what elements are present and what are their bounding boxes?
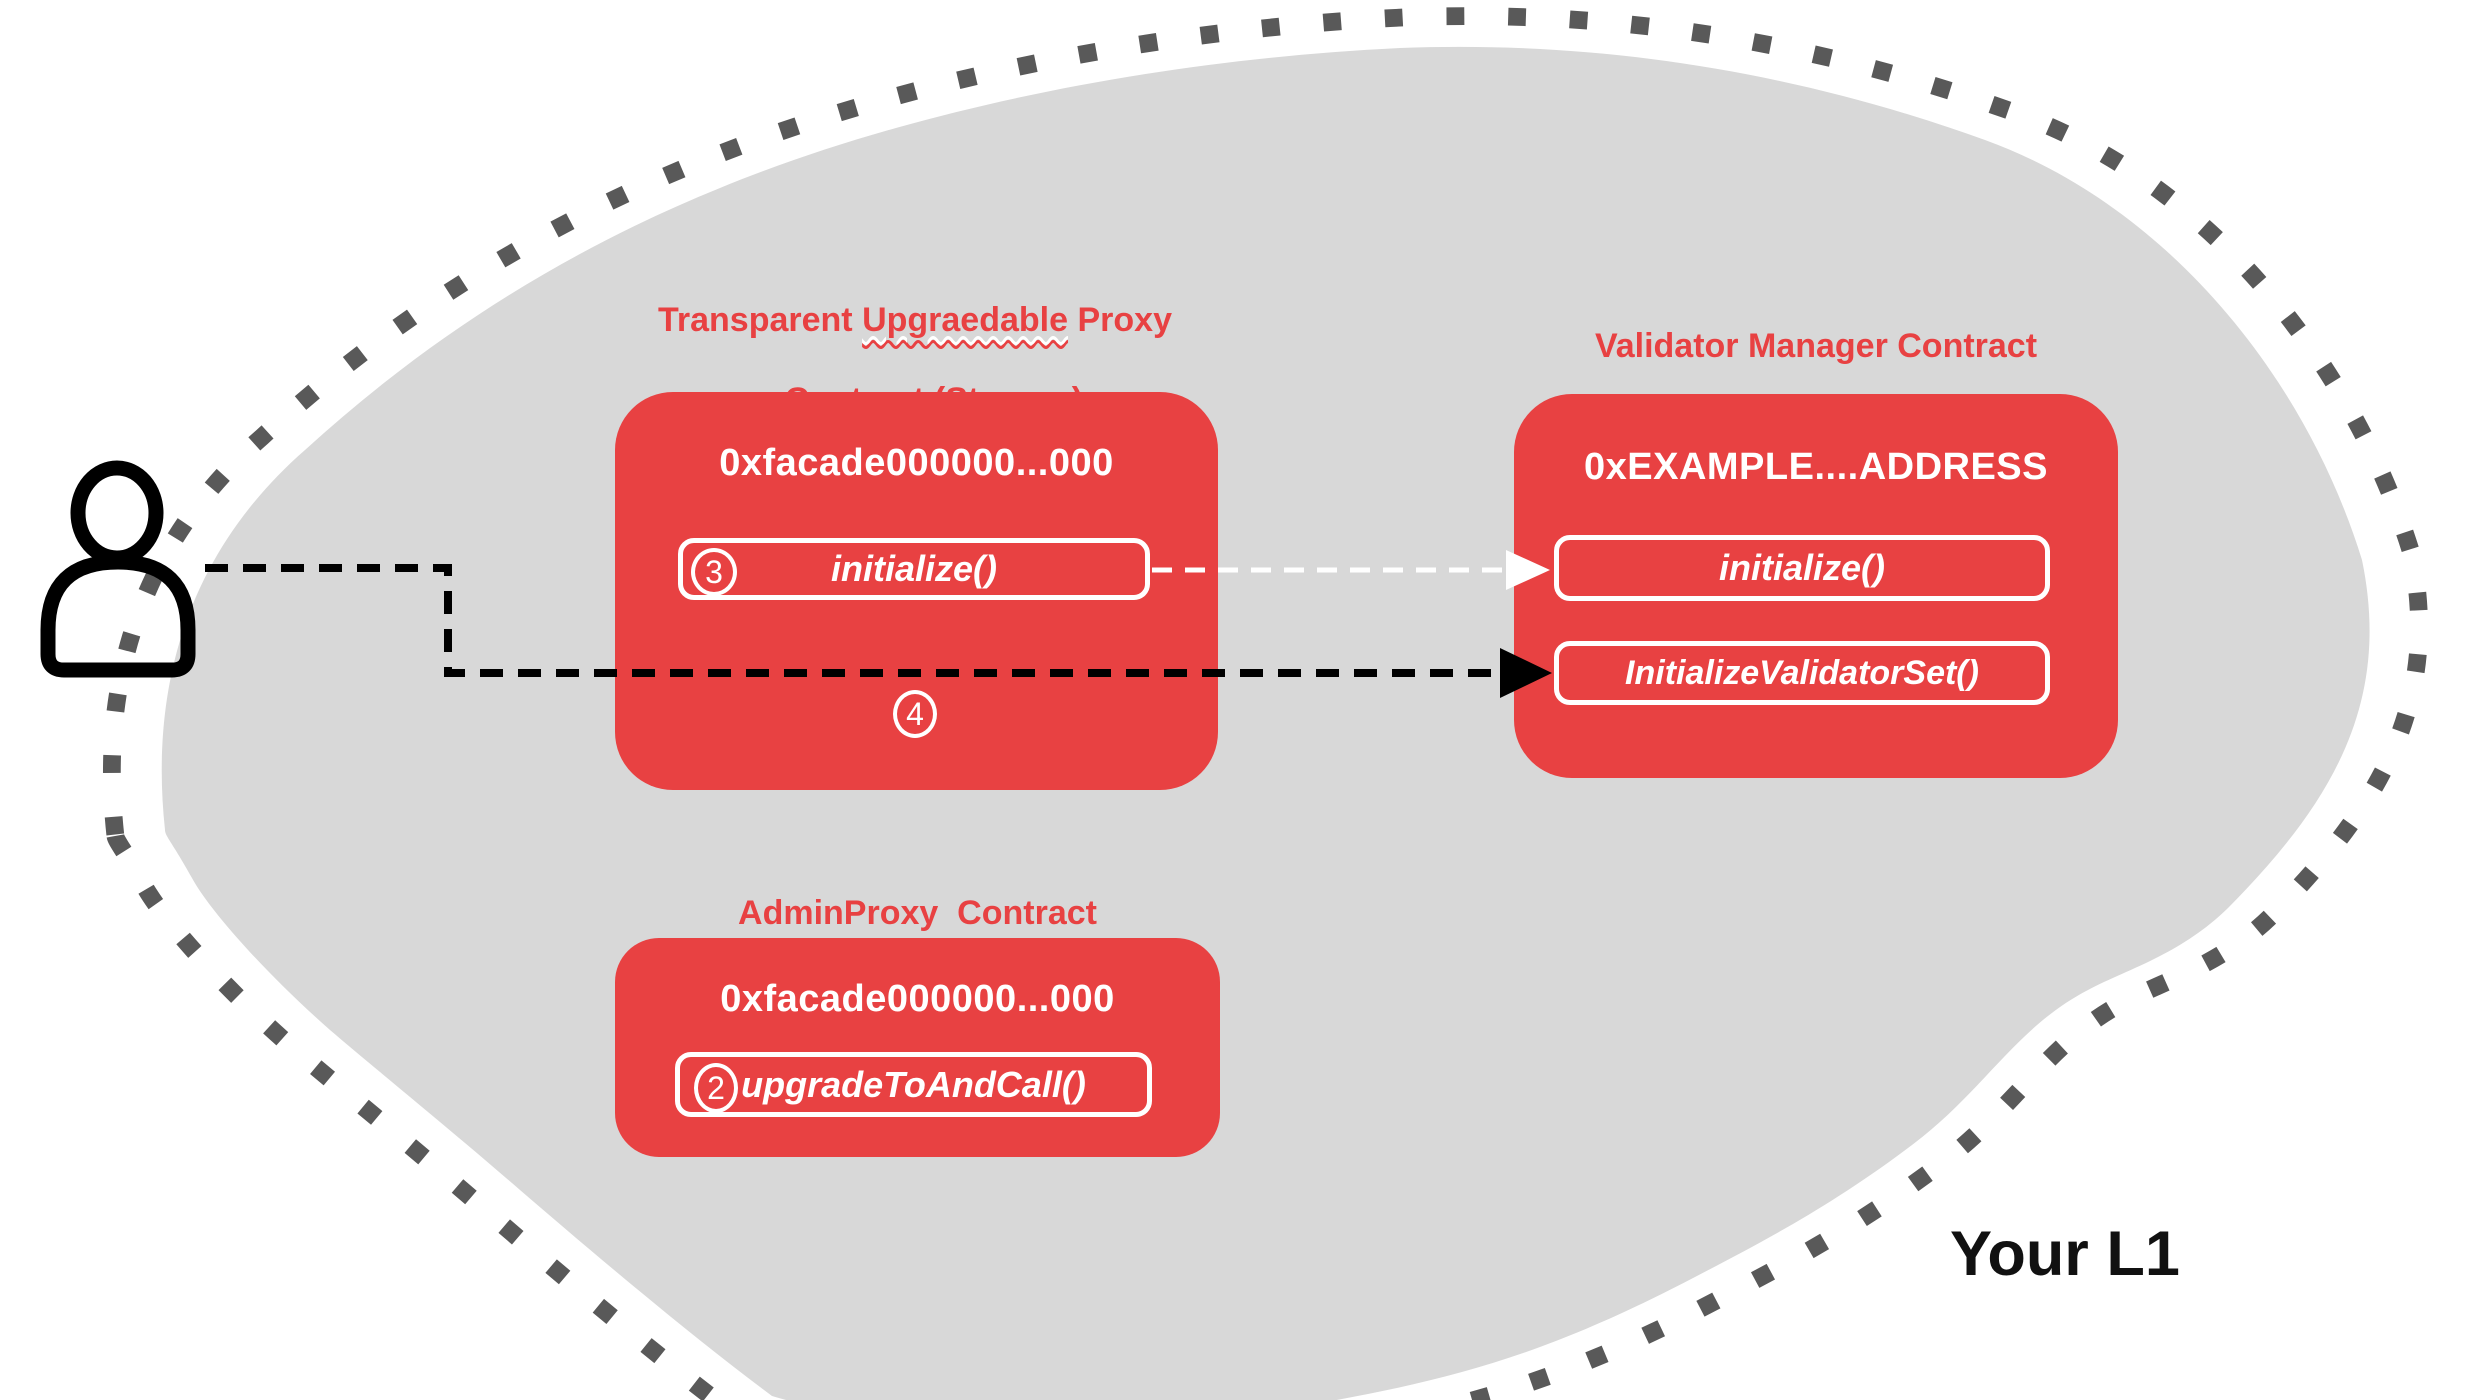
validator-contract-title: Validator Manager Contract <box>1594 327 2038 365</box>
step-2-badge: 2 <box>694 1063 738 1113</box>
proxy-title-line1: Transparent Upgraedable Proxy <box>658 301 1172 339</box>
admin-upgradetoandcall-label: upgradeToAndCall() <box>741 1063 1086 1105</box>
your-l1-label: Your L1 <box>1950 1219 2180 1289</box>
misspelled-word-squiggle: Upgraedable <box>862 301 1069 339</box>
admin-upgradetoandcall-button: 2 upgradeToAndCall() <box>675 1052 1152 1117</box>
admin-contract-address: 0xfacade000000...000 <box>720 978 1115 1020</box>
validator-initializevalidatorset-button: InitializeValidatorSet() <box>1554 641 2050 705</box>
proxy-initialize-label: initialize() <box>830 548 997 589</box>
proxy-initialize-button: 3 initialize() <box>678 538 1150 600</box>
step-4-badge: 4 <box>893 690 937 738</box>
admin-contract-title: AdminProxy Contract <box>738 894 1097 932</box>
proxy-contract-box: 0xfacade000000...000 3 initialize() 4 <box>615 392 1218 790</box>
validator-initializevalidatorset-label: InitializeValidatorSet() <box>1625 653 1979 692</box>
l1-blob-dotted-border <box>102 7 2428 1400</box>
proxy-contract-address: 0xfacade000000...000 <box>719 442 1114 484</box>
admin-contract-box: 0xfacade000000...000 2 upgradeToAndCall(… <box>615 938 1220 1157</box>
validator-initialize-button: initialize() <box>1554 535 2050 601</box>
step-3-badge: 3 <box>691 548 737 596</box>
validator-initialize-label: initialize() <box>1718 547 1885 588</box>
validator-contract-box: 0xEXAMPLE....ADDRESS initialize() Initia… <box>1514 394 2118 778</box>
validator-contract-address: 0xEXAMPLE....ADDRESS <box>1584 446 2048 488</box>
